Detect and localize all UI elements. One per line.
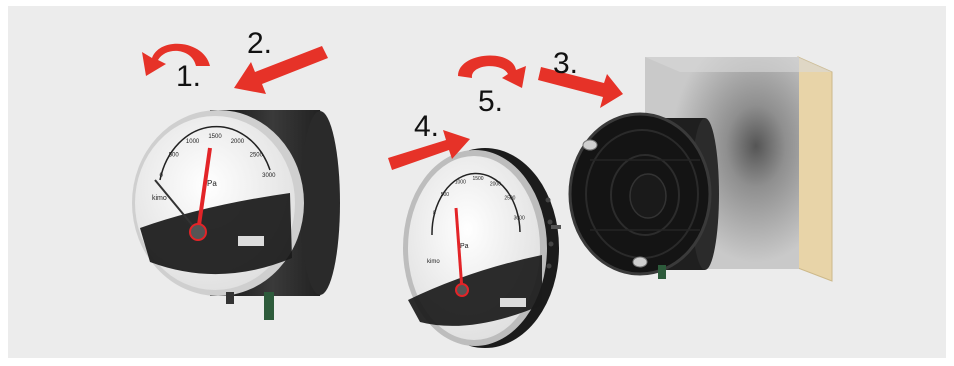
step-label-4: 4. [414,112,439,142]
gauge-small-logo: kimo [427,259,440,265]
gauge-large-tick-label: 3000 [262,173,276,179]
gauge-large-tick-label: 1000 [186,139,200,145]
gauge-small-tick-label: 3000 [514,216,525,222]
gauge-small-tick-label: 500 [441,192,450,198]
mounted-housing [570,114,719,279]
gauge-large-brand-badge [238,236,264,246]
gauge-front-small: Pa kimo 0 500 1000 1500 2000 2500 3000 [403,148,561,348]
pressure-fitting [658,265,666,279]
gauge-small-tick-label: 0 [433,211,436,217]
gauge-small-brand-badge [500,298,526,307]
gauge-large-foot [226,292,234,304]
gauge-large-tick-label: 2000 [231,139,245,145]
step-label-3: 3. [553,49,578,79]
step-label-1: 1. [176,62,201,92]
gauge-large-tick-label: 500 [169,152,180,158]
gauge-small-unit: Pa [460,243,469,250]
step-label-5: 5. [478,87,503,117]
housing-center-boss [630,174,666,218]
gauge-large-tick-label: 1500 [208,134,222,140]
gauge-small-tick-label: 1500 [472,176,483,182]
gauge-large-tick-label: 2500 [250,152,264,158]
gauge-large-housing-back [300,111,340,295]
gauge-small-side-port [551,225,561,229]
gauge-large-pressure-fitting [264,292,274,320]
gauge-small-pointer-hub [456,284,468,296]
mounting-screw-icon [633,257,647,267]
gauge-large-logo: kimo [152,195,167,202]
gauge-small-tick-label: 2500 [504,196,515,202]
wall-edge [798,57,832,281]
gauge-large-pointer-hub [190,224,206,240]
gauge-large-unit: Pa [207,179,217,188]
mounting-screw-icon [583,140,597,150]
arrow-step-3 [538,67,623,108]
step-label-2: 2. [247,29,272,59]
gauge-small-tick-label: 1000 [455,180,466,186]
gauge-small-tick-label: 2000 [490,182,501,188]
rotate-cw-arrow-icon [458,56,526,88]
